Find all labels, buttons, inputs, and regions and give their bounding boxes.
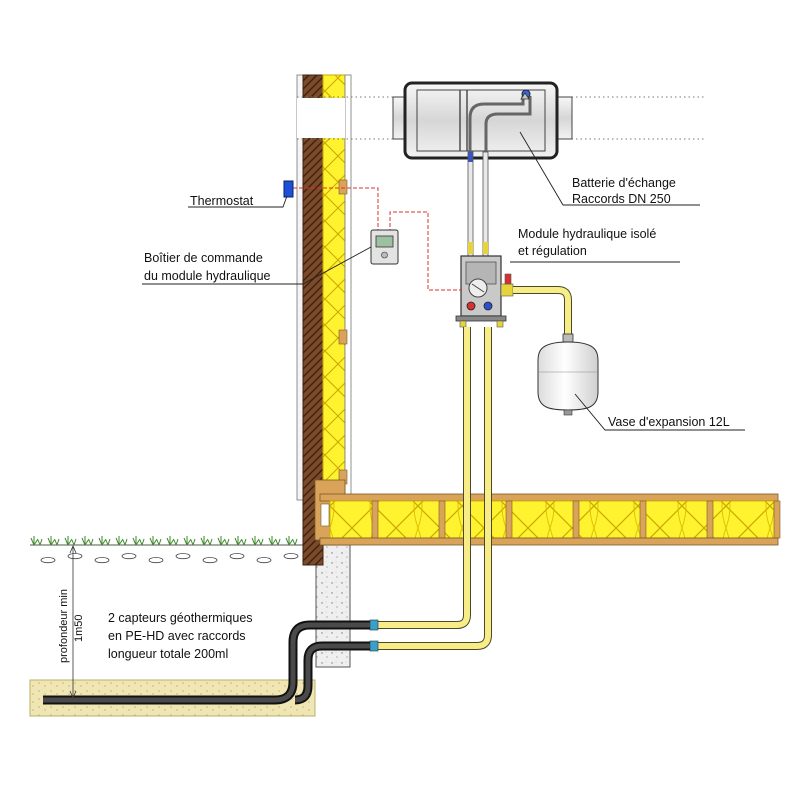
floor-joist bbox=[773, 500, 781, 539]
thermostat-icon bbox=[283, 180, 294, 198]
depth-label-value: 1m50 bbox=[73, 614, 85, 642]
leader-lines bbox=[142, 131, 745, 431]
grass-tuft bbox=[81, 536, 94, 546]
soil-stone bbox=[283, 553, 299, 560]
sensors-label-1: 2 capteurs géothermiques bbox=[108, 611, 253, 625]
grass-tuft bbox=[217, 536, 230, 546]
exchanger-label-1: Batterie d'échange bbox=[572, 176, 676, 190]
module-label-2: et régulation bbox=[518, 244, 587, 258]
soil-stone bbox=[175, 553, 191, 560]
control-box-icon bbox=[370, 229, 399, 265]
grass-tuft bbox=[47, 536, 60, 546]
grass-tuft bbox=[234, 536, 247, 546]
control-box-label-2: du module hydraulique bbox=[144, 269, 271, 283]
floor-structure bbox=[319, 493, 781, 546]
depth-dimension: profondeur min 1m50 bbox=[58, 544, 85, 700]
soil-stone bbox=[202, 557, 218, 564]
expansion-vessel-label: Vase d'expansion 12L bbox=[608, 415, 730, 429]
control-wiring bbox=[293, 187, 462, 291]
sensors-label-2: en PE-HD avec raccords bbox=[108, 629, 246, 643]
thermostat-label: Thermostat bbox=[190, 194, 254, 208]
grass-tuft bbox=[251, 536, 264, 546]
sensors-label-3: longueur totale 200ml bbox=[108, 647, 228, 661]
exchanger-label-2: Raccords DN 250 bbox=[572, 192, 671, 206]
grass-tuft bbox=[30, 536, 43, 546]
grass-tuft bbox=[166, 536, 179, 546]
floor-joist bbox=[639, 500, 647, 539]
module-label-1: Module hydraulique isolé bbox=[518, 227, 656, 241]
insulated-pipes bbox=[369, 327, 492, 652]
grass-tuft bbox=[268, 536, 281, 546]
soil-stones bbox=[40, 553, 299, 564]
wall-insulation bbox=[322, 74, 346, 498]
soil-stone bbox=[148, 557, 164, 564]
expansion-vessel bbox=[513, 286, 599, 416]
floor-joist bbox=[371, 500, 379, 539]
grass-tuft bbox=[200, 536, 213, 546]
geothermal-sensors bbox=[43, 620, 370, 705]
soil-stone bbox=[256, 557, 272, 564]
control-box-label-1: Boîtier de commande bbox=[144, 251, 263, 265]
grass-tufts bbox=[30, 536, 298, 546]
hydraulic-module bbox=[455, 255, 514, 328]
depth-label-top: profondeur min bbox=[58, 589, 70, 663]
grass-tuft bbox=[64, 536, 77, 546]
grass-tuft bbox=[132, 536, 145, 546]
heat-exchanger-battery bbox=[392, 81, 573, 160]
exchanger-pipes bbox=[467, 151, 489, 258]
grass-tuft bbox=[115, 536, 128, 546]
grass-tuft bbox=[98, 536, 111, 546]
ground-surface bbox=[30, 536, 305, 564]
floor-joist bbox=[505, 500, 513, 539]
exterior-wall bbox=[296, 74, 352, 566]
grass-tuft bbox=[149, 536, 162, 546]
floor-joist bbox=[438, 500, 446, 539]
floor-joist bbox=[572, 500, 580, 539]
soil-stone bbox=[40, 557, 56, 564]
soil-stone bbox=[67, 553, 83, 560]
grass-tuft bbox=[183, 536, 196, 546]
floor-insulation bbox=[329, 500, 779, 539]
soil-stone bbox=[94, 557, 110, 564]
soil-stone bbox=[121, 553, 137, 560]
floor-joist bbox=[706, 500, 714, 539]
grass-tuft bbox=[285, 536, 298, 546]
soil-stone bbox=[229, 553, 245, 560]
